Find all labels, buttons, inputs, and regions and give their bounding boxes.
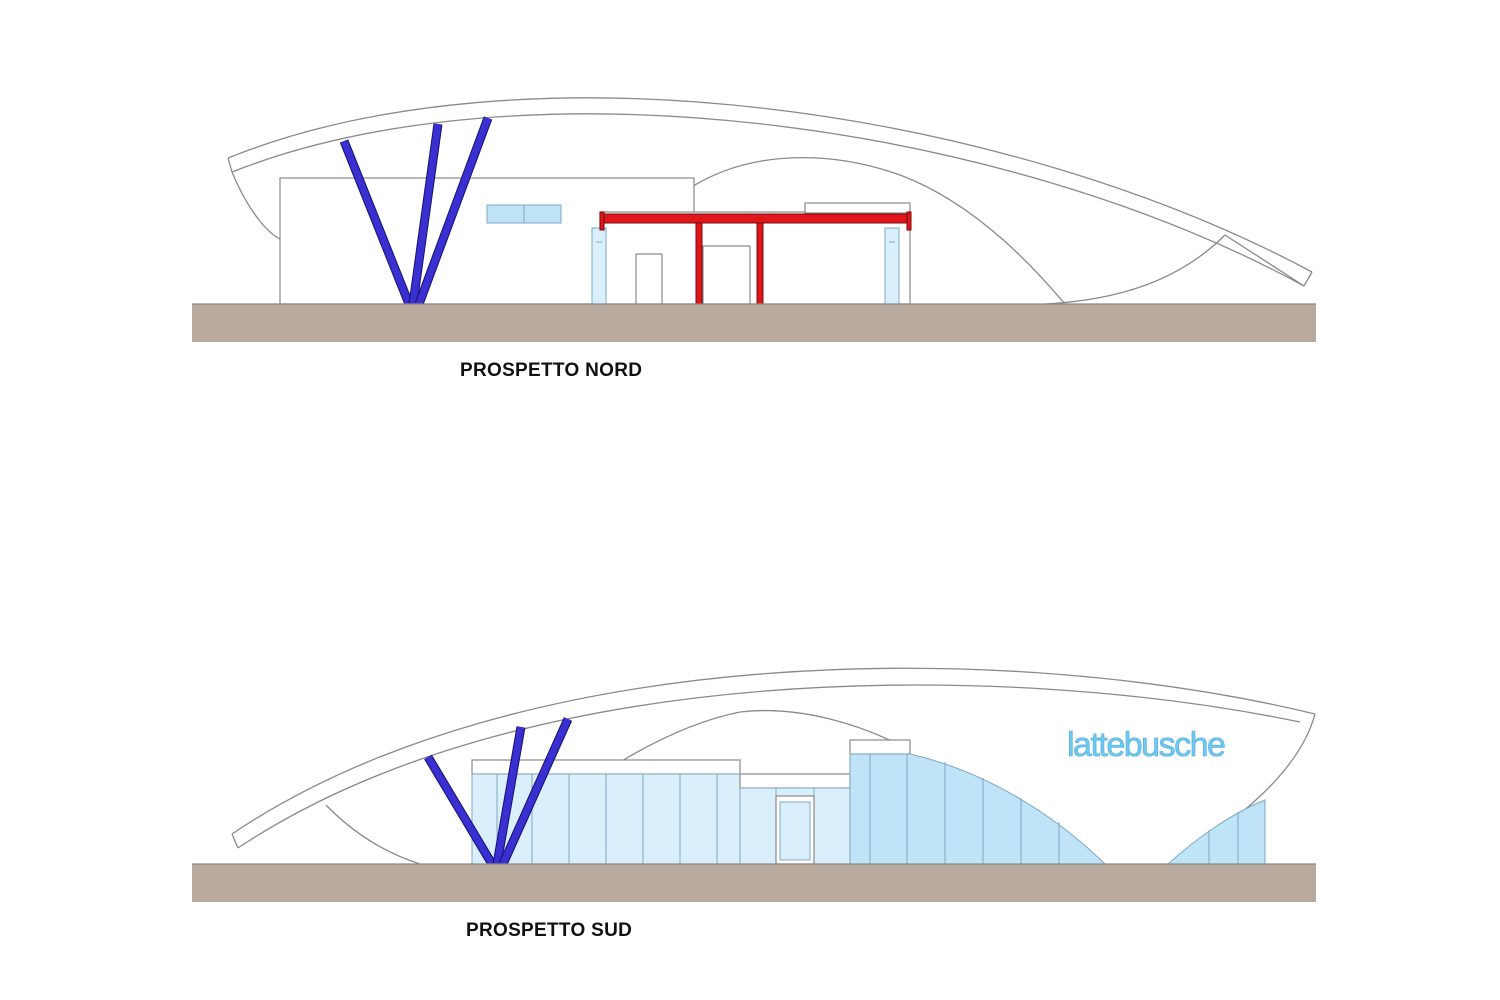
north-elevation: PROSPETTO NORD — [192, 97, 1316, 381]
north-roof-shell — [227, 97, 1313, 305]
south-struts — [424, 717, 573, 867]
south-curtain-wall — [849, 739, 1266, 865]
south-entrance-block — [739, 773, 851, 865]
south-left-block — [471, 759, 741, 865]
north-red-canopy — [599, 211, 912, 305]
north-side-glazing-left — [591, 227, 607, 305]
south-roof-shell — [231, 667, 1316, 865]
south-elevation-caption: PROSPETTO SUD — [466, 920, 632, 941]
north-elevation-caption: PROSPETTO NORD — [460, 360, 642, 381]
north-building-block — [279, 177, 912, 305]
north-struts — [339, 116, 493, 306]
south-ground — [192, 864, 1316, 902]
north-side-glazing-right — [884, 227, 900, 305]
south-signage-logo: lattebusche — [1067, 726, 1225, 764]
north-door-small — [635, 253, 663, 305]
south-elevation: lattebusche PROSPETTO SUD — [192, 667, 1316, 941]
north-door-large — [702, 245, 751, 305]
north-ground — [192, 304, 1316, 342]
